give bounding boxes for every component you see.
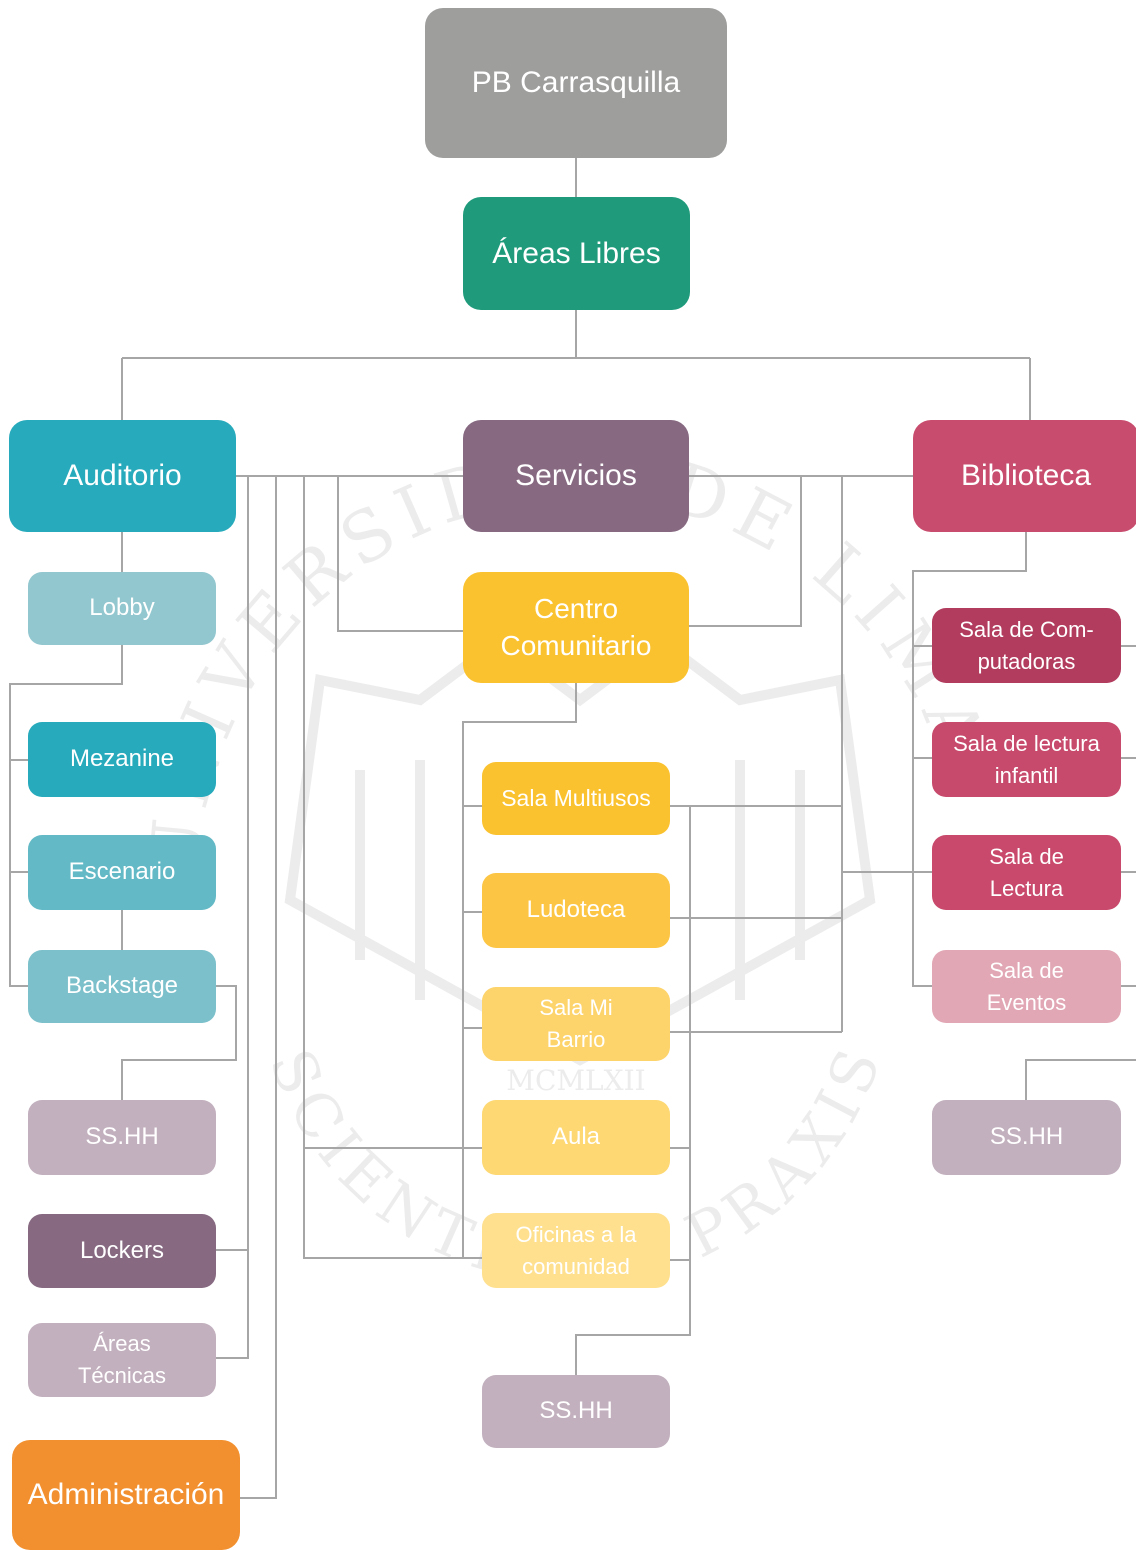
connector	[121, 985, 237, 1100]
connector	[1121, 645, 1136, 987]
node-sshh-servicios: SS.HH	[482, 1375, 670, 1448]
connector	[1025, 1059, 1136, 1100]
node-biblioteca: Biblioteca	[913, 420, 1136, 532]
node-escenario: Escenario	[28, 835, 216, 910]
watermark-year: MCMLXII	[506, 1064, 645, 1097]
node-servicios: Servicios	[463, 420, 689, 532]
connector	[216, 476, 249, 1359]
connector	[240, 476, 277, 1499]
node-lockers: Lockers	[28, 1214, 216, 1288]
node-pb-carrasquilla: PB Carrasquilla	[425, 8, 727, 158]
node-areas-tecnicas: Áreas Técnicas	[28, 1323, 216, 1397]
node-oficinas-comunidad: Oficinas a la comunidad	[482, 1213, 670, 1288]
node-backstage: Backstage	[28, 950, 216, 1023]
node-sala-mi-barrio: Sala Mi Barrio	[482, 987, 670, 1061]
node-sshh-auditorio: SS.HH	[28, 1100, 216, 1175]
node-areas-libres: Áreas Libres	[463, 197, 690, 310]
connector	[337, 476, 802, 632]
connector	[303, 476, 482, 1259]
node-sala-multiusos: Sala Multiusos	[482, 762, 670, 835]
node-auditorio: Auditorio	[9, 420, 236, 532]
node-aula: Aula	[482, 1100, 670, 1175]
node-centro-comunitario: Centro Comunitario	[463, 572, 689, 683]
node-sala-lectura: Sala de Lectura	[932, 835, 1121, 910]
node-lobby: Lobby	[28, 572, 216, 645]
node-sala-eventos: Sala de Eventos	[932, 950, 1121, 1023]
node-sshh-biblioteca: SS.HH	[932, 1100, 1121, 1175]
node-administracion: Administración	[12, 1440, 240, 1550]
connector	[9, 532, 123, 987]
node-sala-lectura-infantil: Sala de lectura infantil	[932, 722, 1121, 797]
connector	[462, 683, 577, 1258]
node-ludoteca: Ludoteca	[482, 873, 670, 948]
connector	[912, 532, 1027, 987]
connector	[121, 310, 1031, 420]
connector	[575, 806, 691, 1375]
node-mezanine: Mezanine	[28, 722, 216, 797]
node-sala-computadoras: Sala de Com-putadoras	[932, 608, 1121, 683]
connector	[670, 476, 913, 1033]
